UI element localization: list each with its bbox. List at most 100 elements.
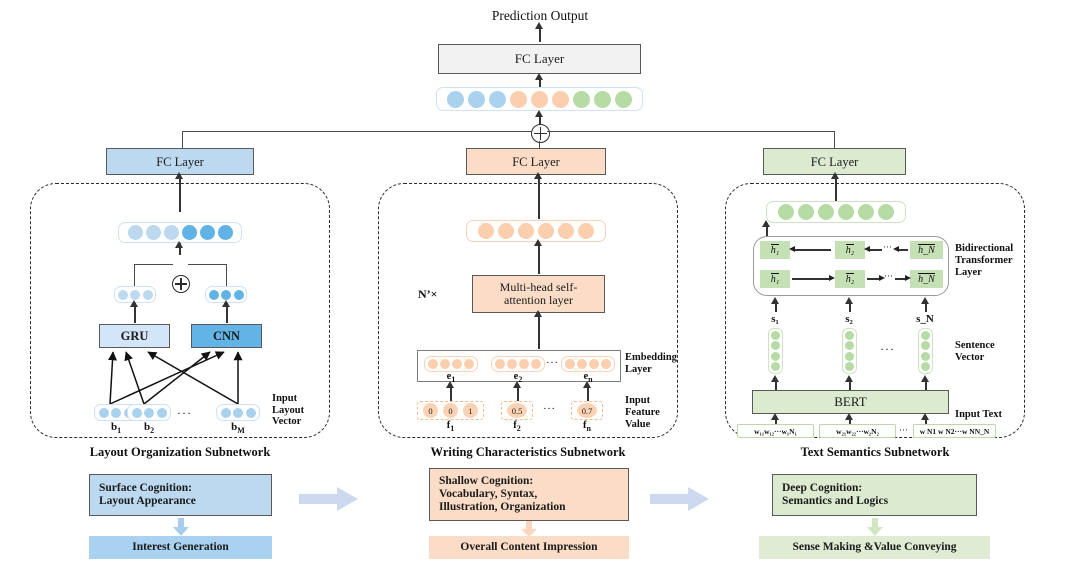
writing-subnetwork-container	[378, 183, 678, 438]
e1-sub: 1	[451, 375, 456, 385]
overall-content-impression-box: Overall Content Impression	[429, 536, 629, 559]
layout-gru-riser	[134, 264, 136, 286]
layout-oplus-left-line	[134, 264, 173, 266]
vector-dot	[878, 204, 894, 220]
shallow-cognition-line-1: Shallow Cognition:	[439, 475, 534, 488]
writing-fc-layer[interactable]: FC Layer	[466, 148, 606, 175]
sentence-vector-legend: Sentence Vector	[955, 340, 995, 364]
arrow-oplus-to-fusion-line	[539, 113, 541, 125]
semantics-output-vector	[766, 201, 906, 223]
semantics-fc-layer[interactable]: FC Layer	[763, 148, 906, 175]
layout-oplus-to-vec-line	[179, 243, 181, 255]
multi-head-attention-block[interactable]: Multi-head self- attention layer	[472, 275, 605, 313]
forward-arrow-3-head	[905, 275, 911, 281]
f2-sub: 2	[516, 424, 521, 434]
arrow-fc-to-output-line	[539, 26, 541, 42]
sentence-label-s1: s₁	[771, 313, 779, 325]
legend-line-1: Input	[272, 393, 298, 404]
shallow-cognition-box[interactable]: Shallow Cognition: Vocabulary, Syntax, I…	[429, 468, 629, 521]
surface-cognition-down-arrow	[173, 518, 189, 536]
layout-oplus-to-vec-head	[175, 241, 183, 248]
vector-dot	[518, 223, 534, 239]
bert-to-s2-line	[849, 378, 851, 390]
layout-fc-layer[interactable]: FC Layer	[106, 148, 254, 175]
stage-arrow-layout-to-writing	[299, 487, 358, 511]
vector-dot	[845, 362, 854, 372]
backward-state-h2: h₂	[835, 241, 865, 259]
backward-arrow-3-head	[893, 246, 899, 252]
sentence-vector-ellipsis: ···	[880, 342, 895, 356]
embedding-legend-line-2: Layer	[625, 364, 652, 375]
sN-to-transformer-head	[921, 297, 929, 304]
bert-block[interactable]: BERT	[752, 390, 949, 414]
shallow-cognition-line-2: Vocabulary, Syntax,	[439, 488, 538, 501]
vector-dot	[771, 351, 780, 361]
vector-dot	[818, 204, 834, 220]
feature-label-fn: fn	[571, 420, 603, 433]
vector-dot	[447, 90, 464, 108]
vector-dot	[510, 90, 527, 108]
interest-generation-box: Interest Generation	[89, 536, 272, 559]
vector-dot	[601, 359, 611, 369]
prediction-output-label: Prediction Output	[491, 8, 589, 23]
semantics-vec-to-fc-line	[835, 175, 837, 202]
fn-to-en-head	[583, 381, 591, 388]
backward-arrow-1-head	[789, 246, 795, 252]
s2-to-transformer-line	[849, 300, 851, 312]
attention-repeat-label: N’×	[418, 287, 438, 301]
embedding-label-e2: e2	[491, 371, 545, 384]
transformer-legend-line-3: Layer	[955, 267, 982, 278]
tokenN-to-bert-head	[921, 413, 929, 420]
layout-oplus-right-line	[188, 264, 227, 266]
deep-cognition-box[interactable]: Deep Cognition: Semantics and Logics	[772, 474, 977, 516]
feature-legend-line-2: Feature	[625, 407, 660, 418]
surface-cognition-box[interactable]: Surface Cognition: Layout Appearance	[89, 474, 272, 516]
feature-value-f1-0: 0	[423, 403, 438, 418]
forward-state-h1-text: h₁	[770, 273, 780, 285]
vector-dot	[233, 407, 243, 418]
writing-vec-to-fc-line	[538, 175, 540, 219]
vector-dot	[233, 289, 244, 300]
vector-dot	[771, 362, 780, 372]
token1-to-bert-line	[775, 416, 777, 425]
bM-base: b	[231, 421, 238, 433]
backward-arrow-2-line	[868, 249, 882, 251]
stage-arrow-writing-to-semantics	[650, 487, 709, 511]
writing-attn-to-vec-head	[534, 239, 542, 246]
cnn-block[interactable]: CNN	[191, 324, 262, 348]
input-token-group-1: w₁₁w₁₂···w₁N₁	[737, 424, 814, 438]
vector-dot	[199, 225, 215, 240]
sentence-label-s2: s₂	[845, 313, 853, 325]
vector-dot	[98, 407, 109, 418]
tokenN-to-bert-line	[925, 416, 927, 425]
embedding-vector-en	[561, 356, 615, 372]
forward-arrow-2-head	[879, 275, 885, 281]
bM-sub: M	[237, 426, 245, 436]
vector-dot	[220, 407, 231, 418]
vector-dot	[845, 330, 854, 340]
writing-subnetwork-caption: Writing Characteristics Subnetwork	[430, 445, 626, 459]
global-sum-operator	[531, 124, 550, 143]
backward-state-hN: h_N	[910, 241, 943, 259]
feature-value-f2-0: 0.5	[507, 403, 527, 418]
input-text-legend: Input Text	[955, 409, 1002, 420]
vector-dot	[142, 289, 153, 300]
e2-sub: 2	[518, 375, 523, 385]
vector-dot	[495, 359, 505, 369]
cnn-output-vector	[205, 286, 247, 303]
vector-dot	[221, 289, 231, 300]
sense-making-box: Sense Making &Value Conveying	[759, 536, 990, 559]
semantics-subnetwork-caption: Text Semantics Subnetwork	[800, 445, 950, 459]
embedding-label-en: en	[561, 371, 615, 384]
layout-sum-operator	[172, 275, 190, 293]
vector-dot	[845, 351, 854, 361]
input-token-group-2: w₂₁w₂₂···w₂N₂	[819, 424, 896, 438]
embedding-label-e1: e1	[424, 371, 478, 384]
vector-dot	[507, 359, 517, 369]
gru-block[interactable]: GRU	[99, 324, 170, 348]
semantics-transformer-to-vec-line	[766, 223, 768, 237]
vector-dot	[464, 359, 474, 369]
top-fc-layer[interactable]: FC Layer	[438, 44, 641, 74]
vector-dot	[615, 90, 632, 108]
e1-base: e	[446, 371, 452, 382]
